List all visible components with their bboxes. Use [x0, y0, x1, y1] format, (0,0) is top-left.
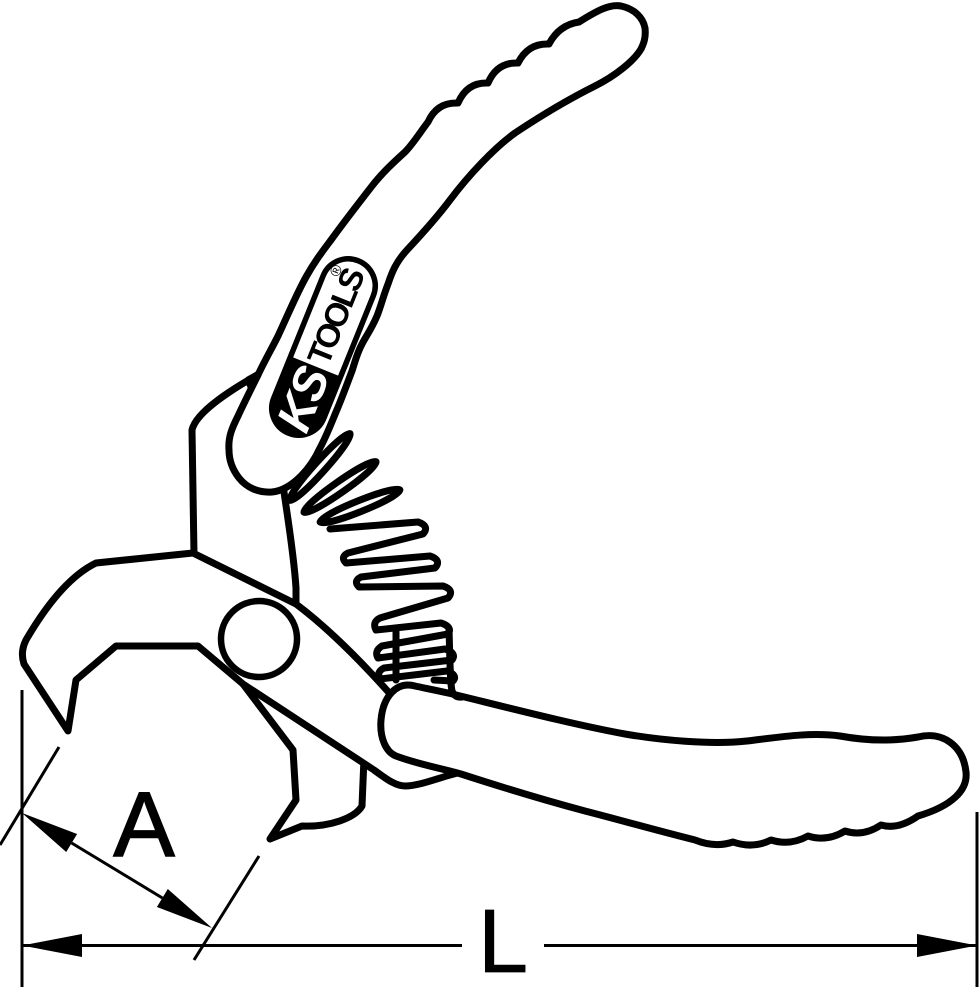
svg-text:L: L	[478, 892, 528, 992]
svg-text:A: A	[113, 774, 175, 876]
